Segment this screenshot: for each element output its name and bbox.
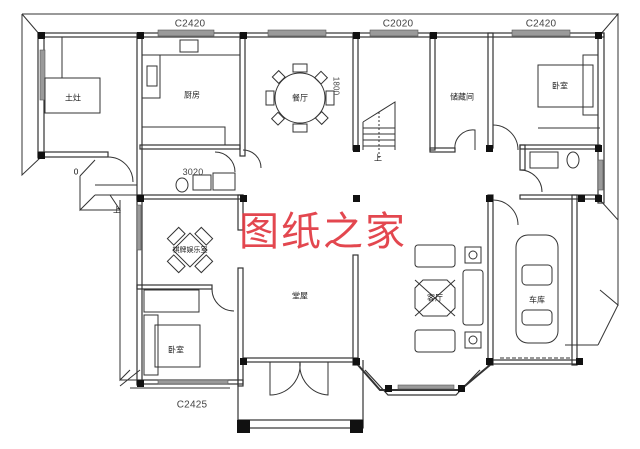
window-tag-bottom-left: C2425 <box>176 399 208 411</box>
window-tag-top-middle: C2020 <box>382 18 414 30</box>
room-label-bedroom-sw: 卧室 <box>168 345 184 355</box>
room-label-dining: 餐厅 <box>292 93 308 103</box>
room-label-garage: 车库 <box>529 295 545 305</box>
kitchen-counters <box>142 39 240 145</box>
room-label-stove: 土灶 <box>65 93 81 103</box>
sofa-set <box>414 244 484 353</box>
room-label-game-room: 棋牌娱乐室 <box>172 246 208 254</box>
dining-table <box>265 63 335 133</box>
windows <box>39 29 604 390</box>
side-entry-up-mark: 上 <box>113 205 121 215</box>
watermark: 图纸之家 <box>239 209 407 255</box>
staircase <box>362 101 396 158</box>
room-label-kitchen: 厨房 <box>184 90 200 100</box>
car <box>500 234 572 359</box>
roof-eave-outline <box>21 13 620 389</box>
stove-counter <box>44 77 101 114</box>
room-label-living-hall: 堂屋 <box>292 291 308 301</box>
bed-sw <box>143 288 235 376</box>
bed-ne <box>537 54 599 116</box>
window-tag-top-right: C2420 <box>525 18 557 30</box>
stair-up-mark: 上 <box>374 153 382 163</box>
room-label-bedroom-ne: 卧室 <box>552 81 568 91</box>
room-label-storage: 储藏间 <box>450 92 474 102</box>
structural-columns <box>38 32 602 433</box>
side-entry-steps <box>95 156 137 196</box>
window-tag-dining-side: 1800 <box>331 76 341 96</box>
side-mark: 0 <box>73 167 79 177</box>
small-wc-fixtures <box>175 151 236 193</box>
bath-fixtures-ne <box>519 151 580 193</box>
room-label-lounge: 客厅 <box>427 293 443 303</box>
window-tag-bath: 3020 <box>182 167 204 177</box>
game-table <box>166 226 214 274</box>
window-tag-top-left: C2420 <box>174 18 206 30</box>
